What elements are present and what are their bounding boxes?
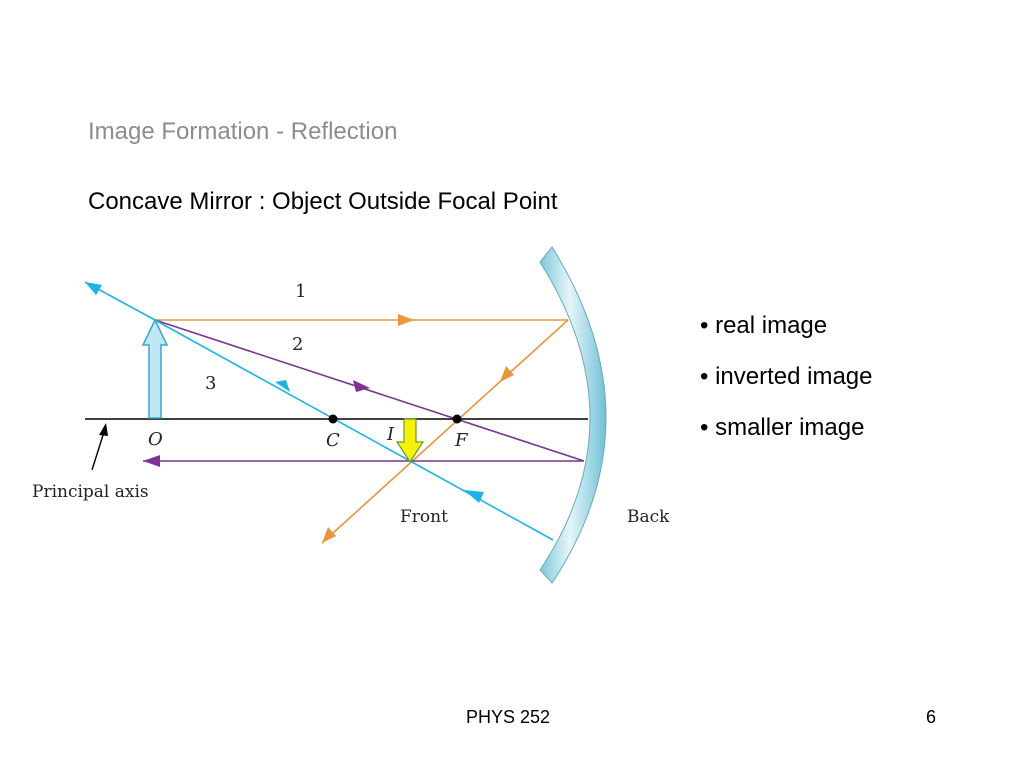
ray-3-label: 3 [205,373,216,394]
principal-axis-label: Principal axis [32,482,149,502]
slide-title: Image Formation - Reflection [88,118,398,145]
back-label: Back [627,507,670,527]
object-label: O [148,429,163,450]
focal-point-dot [452,414,462,424]
footer-course: PHYS 252 [466,707,551,727]
front-label: Front [400,507,448,527]
image-arrow [395,418,425,464]
principal-axis-pointer [91,431,105,471]
slide-subtitle: Concave Mirror : Object Outside Focal Po… [88,188,558,215]
bullet-smaller-image: • smaller image [700,414,865,441]
ray-2-label: 2 [292,334,303,355]
ray-2 [143,319,585,467]
bullet-inverted-image: • inverted image [700,363,873,390]
object-arrow [141,318,169,419]
bullet-list: • real image • inverted image • smaller … [700,312,873,465]
ray-1 [155,314,569,544]
center-of-curvature-dot [328,414,338,424]
bullet-real-image: • real image [700,312,828,339]
principal-axis-pointer-head [99,423,108,436]
footer-page-number: 6 [926,707,937,727]
concave-mirror [539,246,607,584]
image-label: I [386,424,395,445]
ray-3 [84,281,554,541]
ray-1-label: 1 [295,281,306,302]
focal-label: F [454,430,469,451]
center-label: C [326,430,340,451]
